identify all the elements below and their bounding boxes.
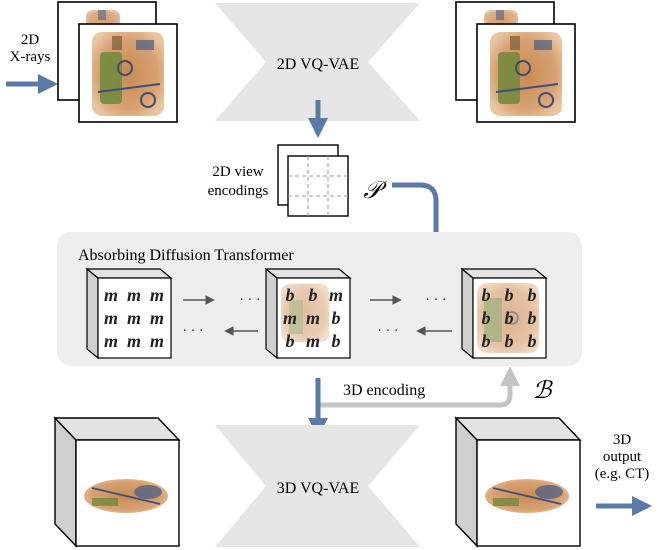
token-m: m (104, 331, 118, 351)
vqvae-2d-label: 2D VQ-VAE (277, 56, 360, 73)
token-m: m (306, 331, 320, 351)
dots-top-2: · · · (426, 293, 447, 308)
token-b: b (528, 285, 537, 305)
adt-title: Absorbing Diffusion Transformer (78, 247, 294, 264)
input-xray-stack (57, 1, 178, 123)
token-b: b (528, 331, 537, 351)
token-b: b (505, 285, 514, 305)
token-m: m (104, 308, 118, 328)
dots-bottom-1: · · · (183, 324, 204, 339)
vqvae-3d-label: 3D VQ-VAE (277, 480, 360, 497)
symbol-b: ℬ (533, 378, 554, 404)
vqvae-2d-shape (215, 3, 420, 121)
grey-encoding-arrow (318, 366, 520, 408)
encoding-grid-front (287, 155, 349, 217)
view-encodings-label-line2: encodings (208, 183, 269, 199)
token-b: b (482, 331, 491, 351)
xray-thumb-front (92, 32, 164, 116)
token-b: b (286, 331, 295, 351)
symbol-p: 𝒫 (363, 178, 387, 204)
token-b: b (505, 308, 514, 328)
encoding-to-diffusion-arrow (392, 182, 446, 280)
token-m: m (104, 285, 118, 305)
token-b: b (482, 285, 491, 305)
output-volume-cube (454, 416, 582, 548)
input-label-line1: 2D (21, 32, 40, 48)
partial-bag-overlay (281, 284, 329, 342)
view-encodings-label-line1: 2D view (212, 164, 263, 180)
token-m: m (150, 285, 164, 305)
view-encodings-grids (277, 144, 349, 217)
dots-top-1: · · · (240, 293, 261, 308)
complete-bag-overlay (477, 283, 539, 353)
input-volume-cube (53, 416, 181, 548)
token-b: b (482, 308, 491, 328)
token-b: b (505, 331, 514, 351)
encoding-3d-label: 3D encoding (343, 382, 425, 399)
output-label-line1: 3D (613, 432, 632, 448)
token-m: m (127, 331, 141, 351)
token-m: m (329, 285, 343, 305)
input-label-line2: X-rays (10, 49, 51, 65)
output-xray-stack (455, 1, 576, 123)
token-m: m (127, 285, 141, 305)
volume-render-thumb (485, 479, 569, 513)
xray-thumb-front (490, 32, 562, 116)
token-b: b (528, 308, 537, 328)
token-m: m (127, 308, 141, 328)
output-label-line3: (e.g. CT) (595, 466, 650, 482)
token-b: b (332, 308, 341, 328)
token-b: b (286, 285, 295, 305)
token-b: b (309, 285, 318, 305)
token-b: b (332, 331, 341, 351)
output-label-line2: output (603, 449, 642, 465)
vqvae-3d-shape (215, 425, 420, 547)
volume-render-thumb (84, 479, 168, 513)
token-m: m (150, 308, 164, 328)
token-m: m (306, 308, 320, 328)
token-m: m (150, 331, 164, 351)
dots-bottom-2: · · · (378, 324, 399, 339)
token-m: m (283, 308, 297, 328)
